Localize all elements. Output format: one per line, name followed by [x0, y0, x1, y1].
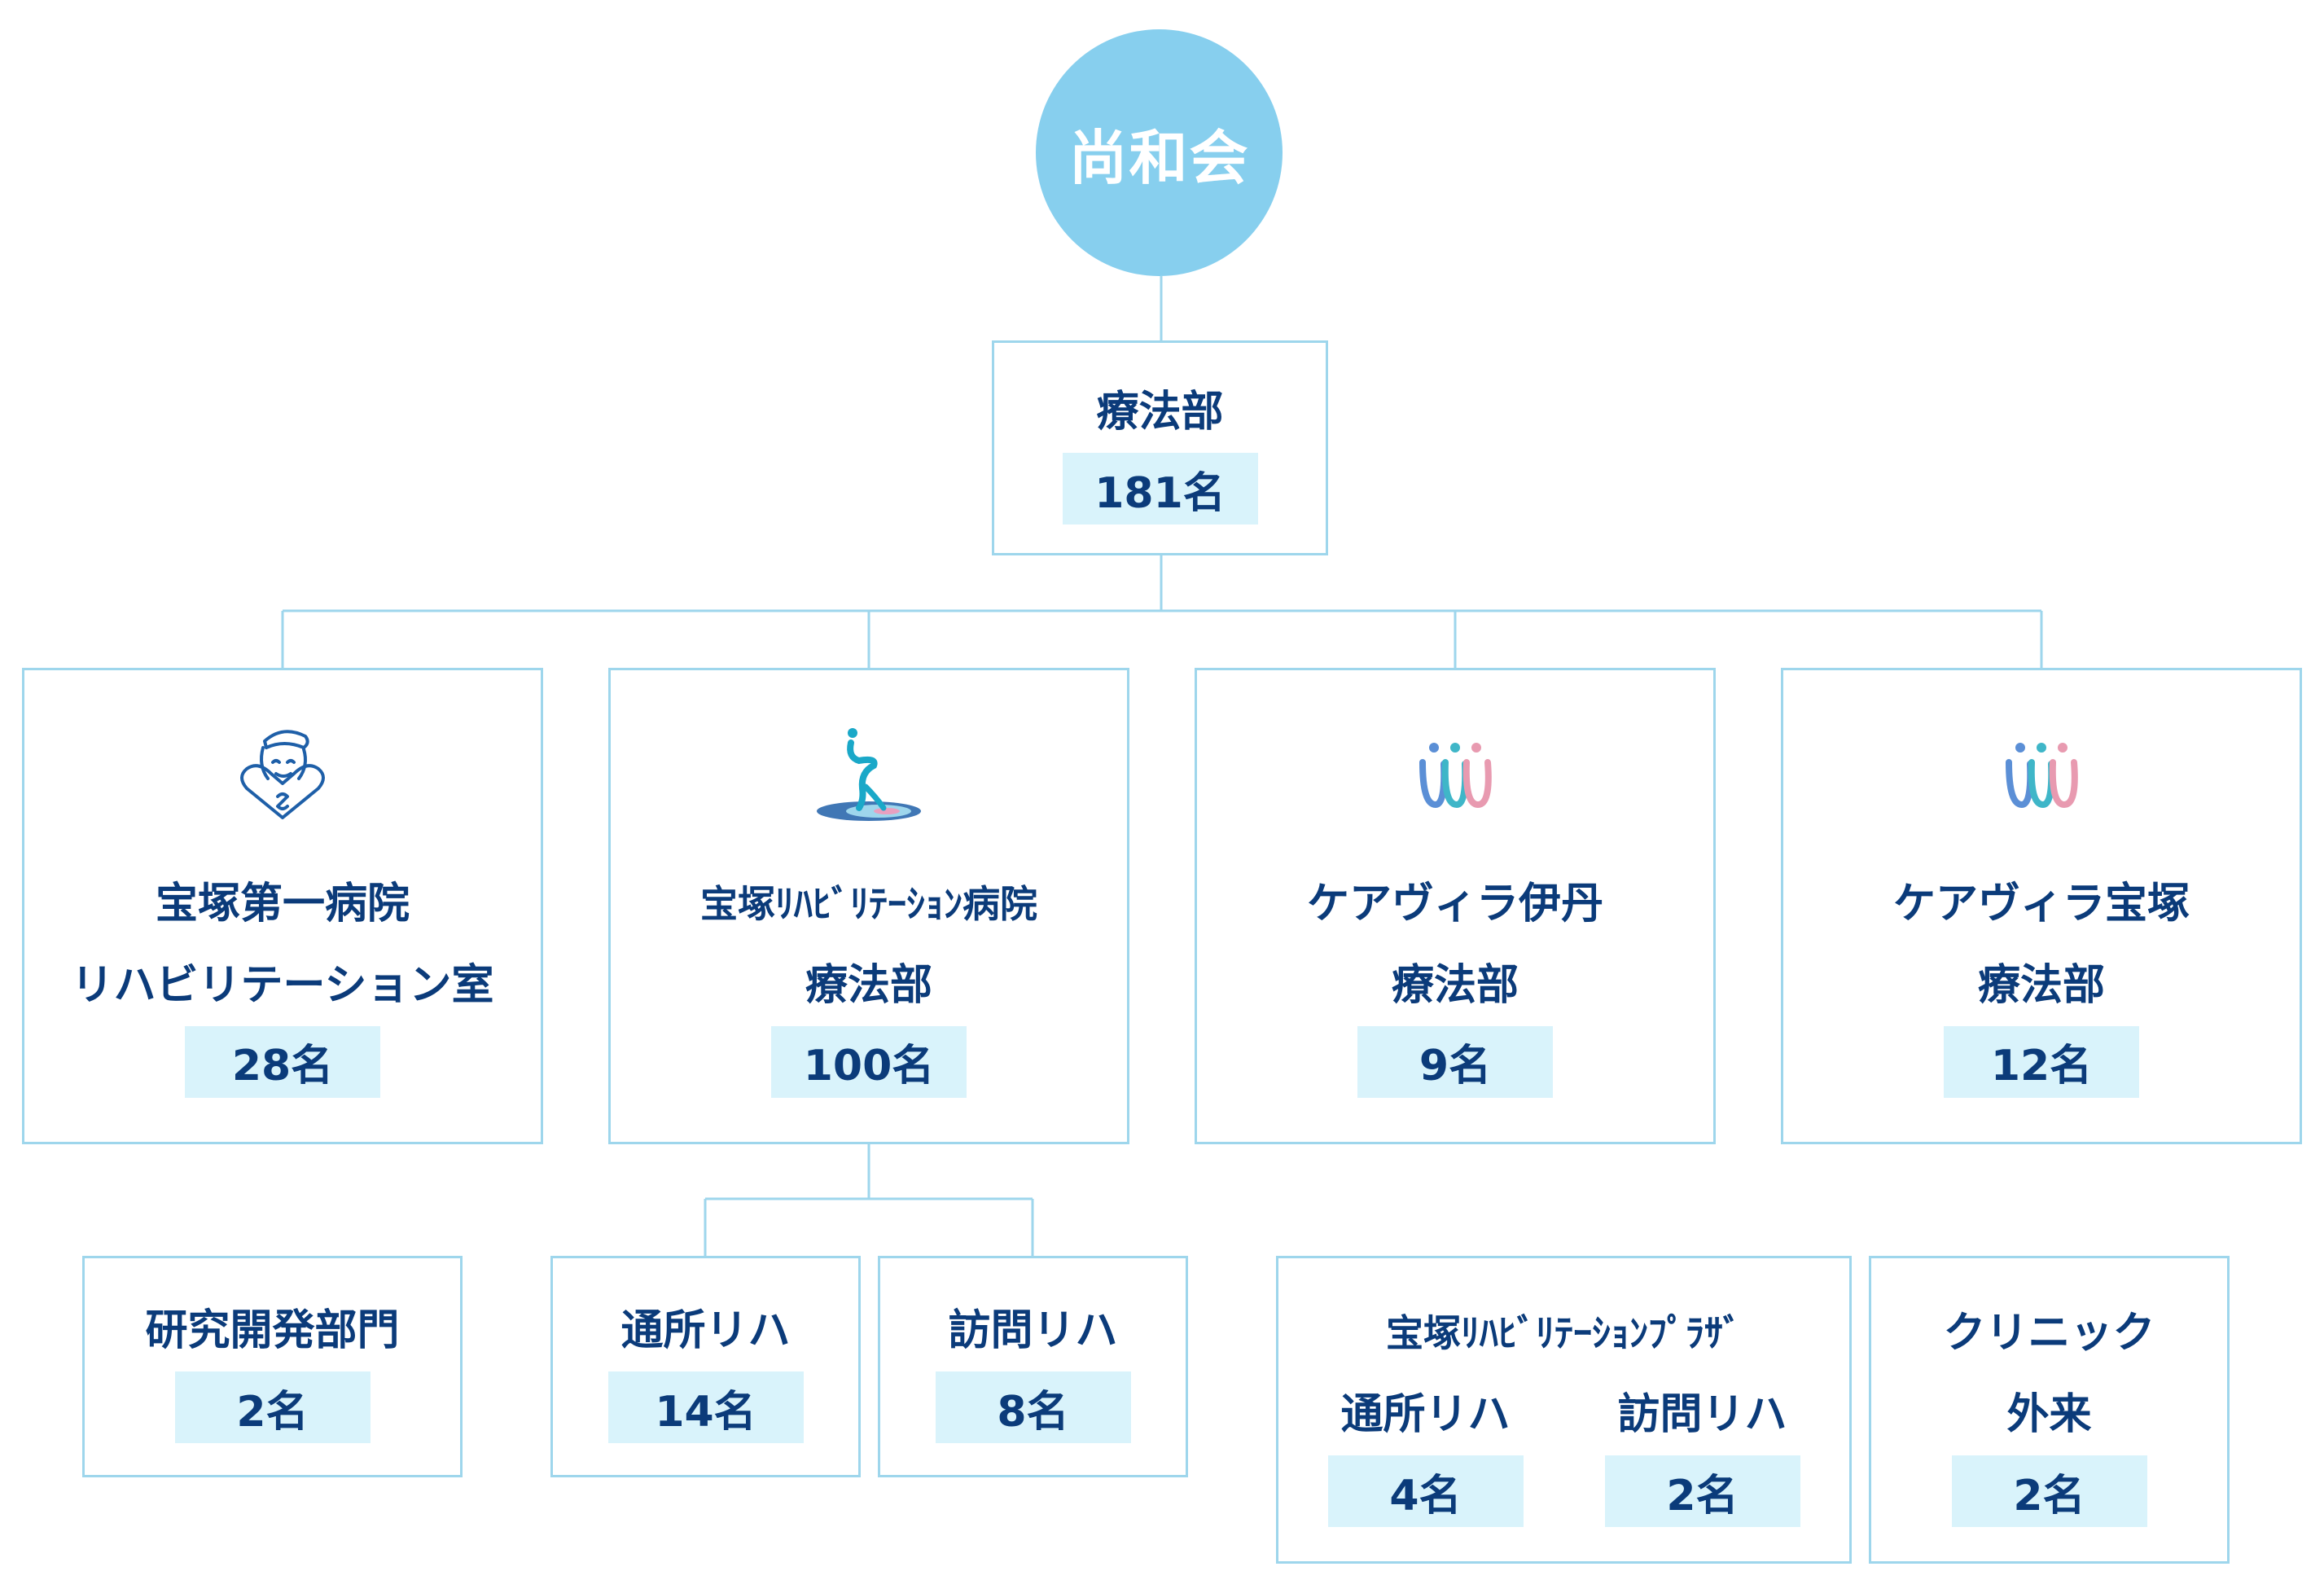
visiting-rehab-label: 訪問リハ	[948, 1306, 1118, 1355]
organization-root-node: 尚和会	[1036, 29, 1283, 276]
hospital1-unit: リハビリテーション室	[71, 960, 494, 1010]
rehab-plaza-title: 宝塚ﾘﾊﾋﾞﾘﾃｰｼｮﾝﾌﾟﾗｻﾞ	[1386, 1311, 1742, 1355]
rehab-plaza-box: 宝塚ﾘﾊﾋﾞﾘﾃｰｼｮﾝﾌﾟﾗｻﾞ 通所リハ 4名 訪問リハ 2名	[1276, 1256, 1852, 1564]
plaza-visiting: 訪問リハ 2名	[1604, 1374, 1800, 1527]
carevilla-takarazuka-unit: 療法部	[1977, 960, 2105, 1010]
plaza-daycare: 通所リハ 4名	[1327, 1374, 1524, 1527]
research-dept-label: 研究開発部門	[145, 1306, 400, 1355]
rehab-plaza-units: 通所リハ 4名 訪問リハ 2名	[1327, 1374, 1800, 1527]
daycare-rehab-label: 通所リハ	[620, 1306, 791, 1355]
visiting-rehab-count: 8名	[935, 1371, 1131, 1443]
clinic-count: 2名	[1951, 1455, 2147, 1527]
therapy-department-box: 療法部 181名	[992, 340, 1328, 555]
carevilla-itami-box: ケアヴィラ伊丹 療法部 9名	[1195, 668, 1716, 1144]
visiting-rehab-box: 訪問リハ 8名	[878, 1256, 1188, 1477]
nurse-heart-logo-icon	[240, 729, 325, 819]
plaza-daycare-label: 通所リハ	[1340, 1390, 1511, 1439]
carevilla-takarazuka-count: 12名	[1944, 1025, 2139, 1098]
carevilla-itami-unit: 療法部	[1391, 960, 1519, 1010]
rehab-figure-logo-icon	[817, 727, 921, 821]
hospital1-count: 28名	[185, 1025, 380, 1098]
rehab-hospital-unit: 療法部	[805, 960, 932, 1010]
rehab-hospital-box: 宝塚ﾘﾊﾋﾞﾘﾃｰｼｮﾝ病院 療法部 100名	[608, 668, 1129, 1144]
plaza-visiting-label: 訪問リハ	[1617, 1390, 1787, 1439]
plaza-daycare-count: 4名	[1327, 1455, 1524, 1527]
hospital1-name: 宝塚第一病院	[155, 879, 410, 928]
therapy-department-label: 療法部	[1096, 388, 1224, 437]
research-dept-box: 研究開発部門 2名	[82, 1256, 463, 1477]
rehab-hospital-count: 100名	[771, 1025, 967, 1098]
research-dept-count: 2名	[174, 1371, 371, 1443]
three-people-logo-icon	[2006, 742, 2078, 808]
daycare-rehab-count: 14名	[607, 1371, 804, 1443]
clinic-outpatient-label: 外来	[2006, 1390, 2092, 1439]
therapy-department-count: 181名	[1062, 453, 1258, 524]
clinic-label: クリニック	[1943, 1309, 2155, 1358]
plaza-visiting-count: 2名	[1604, 1455, 1800, 1527]
clinic-box: クリニック 外来 2名	[1869, 1256, 2230, 1564]
daycare-rehab-box: 通所リハ 14名	[550, 1256, 861, 1477]
carevilla-itami-name: ケアヴィラ伊丹	[1306, 879, 1603, 928]
carevilla-takarazuka-name: ケアヴィラ宝塚	[1892, 879, 2190, 928]
carevilla-takarazuka-box: ケアヴィラ宝塚 療法部 12名	[1781, 668, 2302, 1144]
rehab-hospital-name: 宝塚ﾘﾊﾋﾞﾘﾃｰｼｮﾝ病院	[700, 881, 1037, 926]
organization-name: 尚和会	[1068, 124, 1250, 192]
three-people-logo-icon	[1419, 742, 1492, 808]
hospital1-rehab-box: 宝塚第一病院 リハビリテーション室 28名	[22, 668, 543, 1144]
carevilla-itami-count: 9名	[1357, 1025, 1553, 1098]
